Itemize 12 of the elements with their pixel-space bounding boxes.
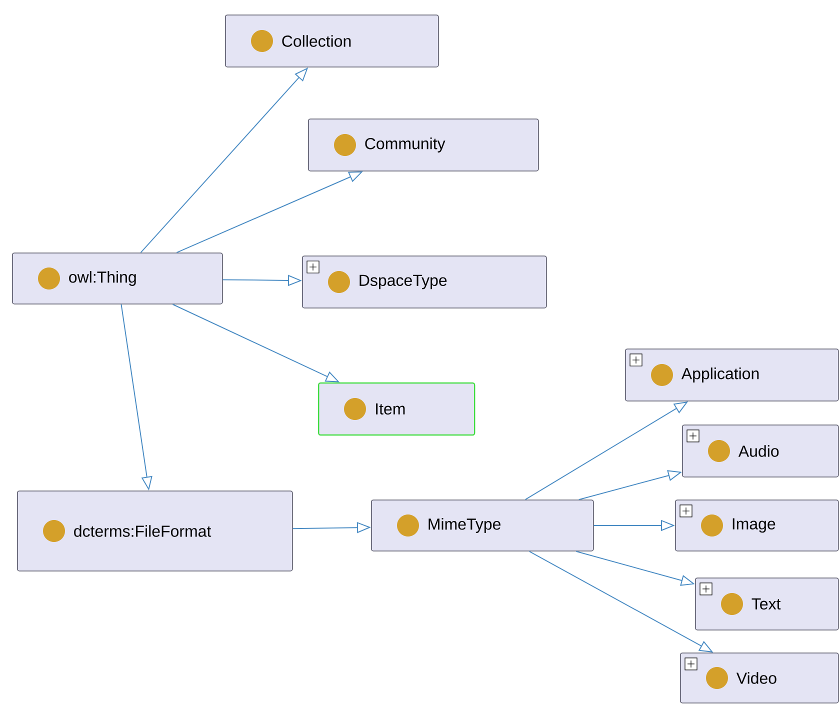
class-box: Community [308, 118, 539, 172]
class-box: dcterms:FileFormat [17, 490, 293, 572]
class-box: Collection [225, 14, 439, 68]
class-box: Text [695, 578, 839, 630]
class-box: MimeType [371, 500, 594, 552]
class-box: Video [680, 652, 839, 704]
class-box: DspaceType [302, 256, 547, 308]
class-box: Item [318, 382, 476, 436]
class-box: Audio [682, 424, 839, 478]
class-box: Image [675, 500, 839, 552]
class-box: Application [625, 348, 839, 402]
class-box: owl:Thing [12, 252, 223, 304]
